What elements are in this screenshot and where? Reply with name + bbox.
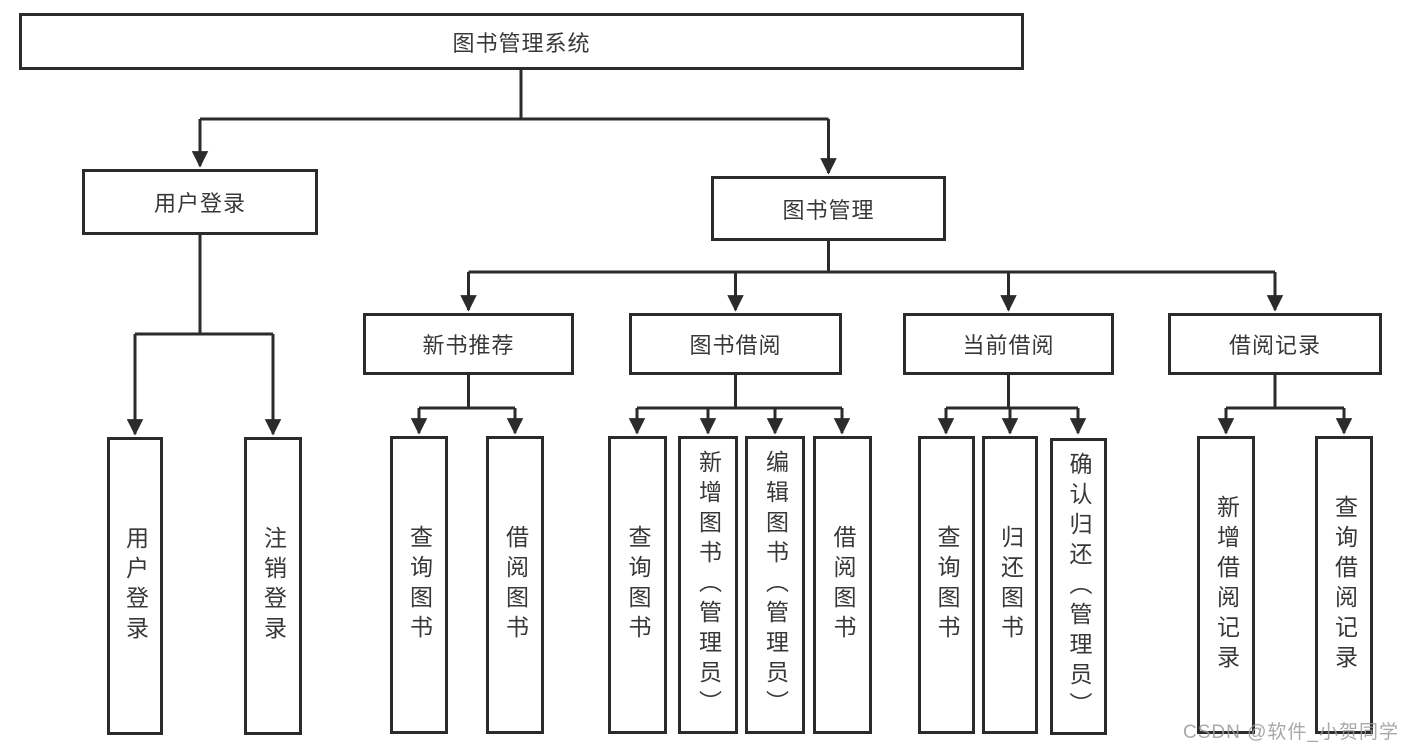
node-book-borrow: 图书借阅 <box>629 313 842 375</box>
leaf-br-query-record: 查询借阅记录 <box>1315 436 1373 734</box>
leaf-cb-return-books: 归还图书 <box>982 436 1038 734</box>
leaf-br-add-record: 新增借阅记录 <box>1197 436 1255 734</box>
node-borrow-records-label: 借阅记录 <box>1228 333 1321 358</box>
leaf-user-login: 用户登录 <box>107 437 163 735</box>
leaf-bb-borrow-books-label: 借阅图书 <box>830 525 856 645</box>
node-new-book-recommend: 新书推荐 <box>363 313 574 375</box>
node-new-book-recommend-label: 新书推荐 <box>422 333 515 358</box>
leaf-nb-query-books-label: 查询图书 <box>406 525 433 645</box>
leaf-bb-add-books-admin: 新增图书（管理员） <box>678 436 738 734</box>
node-root-label: 图书管理系统 <box>452 30 591 56</box>
leaf-bb-borrow-books: 借阅图书 <box>813 436 872 734</box>
node-book-borrow-label: 图书借阅 <box>689 333 782 358</box>
leaf-bb-edit-books-admin-label: 编辑图书（管理员） <box>762 450 789 720</box>
leaf-cb-return-books-label: 归还图书 <box>997 525 1024 645</box>
node-current-borrow: 当前借阅 <box>903 313 1114 375</box>
node-book-management-label: 图书管理 <box>782 197 875 223</box>
leaf-bb-query-books: 查询图书 <box>608 436 667 734</box>
leaf-cb-query-books: 查询图书 <box>918 436 975 734</box>
node-book-management: 图书管理 <box>711 176 946 241</box>
node-current-borrow-label: 当前借阅 <box>962 333 1055 358</box>
leaf-nb-borrow-books: 借阅图书 <box>486 436 544 734</box>
leaf-cb-confirm-return-admin: 确认归还（管理员） <box>1050 438 1107 735</box>
leaf-bb-edit-books-admin: 编辑图书（管理员） <box>745 436 805 734</box>
leaf-cb-query-books-label: 查询图书 <box>934 525 960 645</box>
leaf-cb-confirm-return-admin-label: 确认归还（管理员） <box>1066 451 1092 722</box>
leaf-br-query-record-label: 查询借阅记录 <box>1331 495 1358 675</box>
watermark: CSDN @软件_小贺同学 <box>1183 722 1399 743</box>
leaf-nb-borrow-books-label: 借阅图书 <box>502 525 529 645</box>
leaf-nb-query-books: 查询图书 <box>390 436 448 734</box>
node-user-login-label: 用户登录 <box>153 191 246 216</box>
node-borrow-records: 借阅记录 <box>1168 313 1382 375</box>
leaf-br-add-record-label: 新增借阅记录 <box>1213 495 1240 675</box>
node-root: 图书管理系统 <box>19 13 1024 70</box>
leaf-logout-label: 注销登录 <box>260 526 287 646</box>
leaf-logout: 注销登录 <box>244 437 302 735</box>
node-user-login: 用户登录 <box>82 169 318 235</box>
leaf-bb-add-books-admin-label: 新增图书（管理员） <box>695 450 722 720</box>
leaf-user-login-label: 用户登录 <box>122 526 149 646</box>
leaf-bb-query-books-label: 查询图书 <box>625 525 651 645</box>
